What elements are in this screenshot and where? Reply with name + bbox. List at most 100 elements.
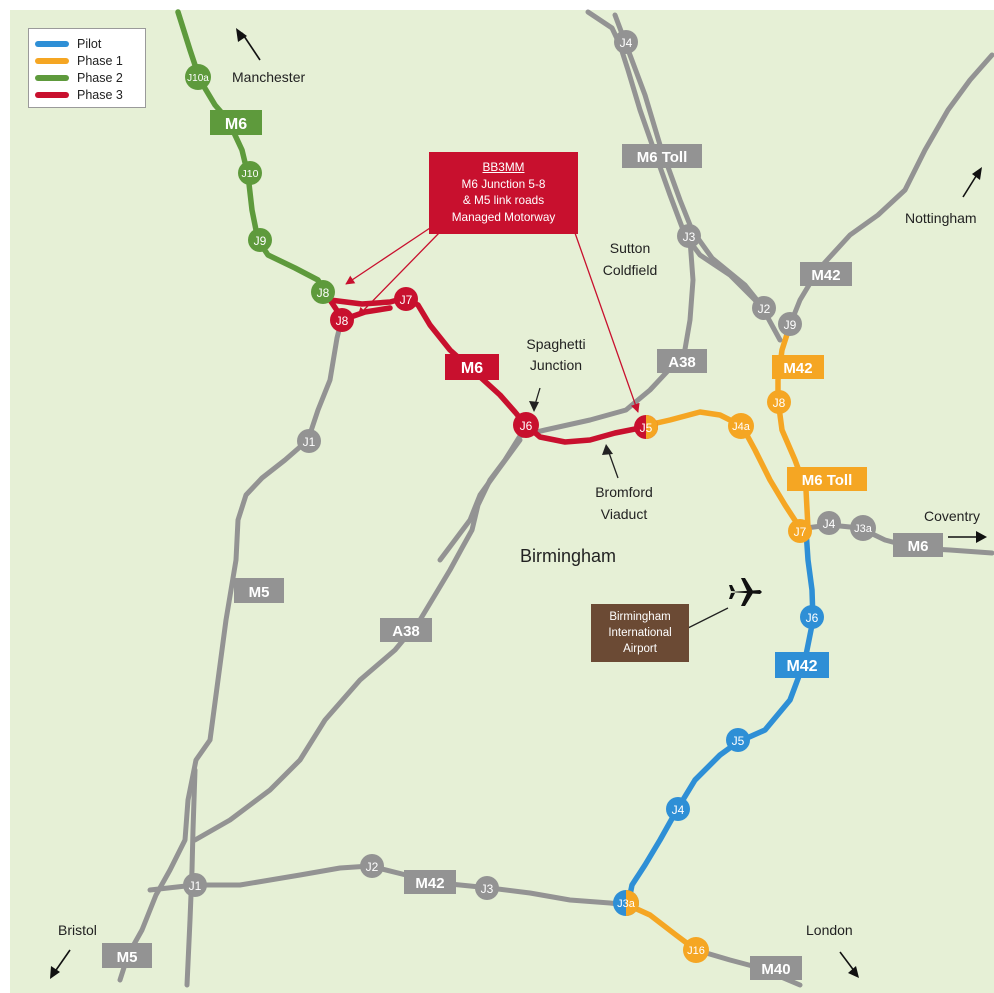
svg-text:J9: J9 [784,318,797,332]
svg-text:J8: J8 [317,286,330,300]
callout-line-3: & M5 link roads [462,193,545,207]
junction-m42-j6[interactable]: J6 [800,605,824,629]
svg-text:M6: M6 [461,360,483,377]
legend-swatch-phase3 [35,91,69,98]
callout-arrow-j8-top [345,227,431,285]
junction-m40-j16[interactable]: J16 [683,937,709,963]
junction-m5-j1[interactable]: J1 [297,429,321,453]
legend-swatch-phase2 [35,74,69,81]
junction-m6-j8-top[interactable]: J8 [311,280,335,304]
junction-m6-j9[interactable]: J9 [248,228,272,252]
coventry-arrow [948,531,987,543]
nottingham-arrow [962,167,982,198]
junction-m5-j8[interactable]: J8 [330,308,354,332]
legend-label-phase1: Phase 1 [77,53,123,68]
svg-text:J3: J3 [683,230,696,244]
svg-text:J5: J5 [732,734,745,748]
junction-m6-j4a[interactable]: J4a [728,413,754,439]
junction-m42-j3a[interactable]: J3a [613,890,639,916]
junction-m6-j10[interactable]: J10 [238,161,262,185]
segment-phase3 [322,289,651,445]
junction-m6-j5[interactable]: J5 [634,415,658,439]
callout-arrow-j5 [574,232,640,413]
svg-text:J1: J1 [189,879,202,893]
callout-arrow-j8-m5 [357,231,441,317]
svg-text:J6: J6 [520,419,533,433]
svg-text:J10: J10 [242,168,259,180]
london-arrow [839,951,859,978]
svg-text:M5: M5 [117,949,138,966]
svg-text:M40: M40 [761,961,790,978]
svg-text:M6: M6 [225,116,247,133]
svg-text:J3a: J3a [854,523,873,535]
label-manchester: Manchester [232,69,305,85]
junction-m6-j7[interactable]: J7 [394,287,418,311]
legend: Pilot Phase 1 Phase 2 Phase 3 [28,28,146,108]
svg-text:A38: A38 [668,354,696,371]
svg-text:M42: M42 [415,875,444,892]
svg-text:M42: M42 [783,360,812,377]
legend-label-pilot: Pilot [77,36,102,51]
junction-m6-j6[interactable]: J6 [513,412,539,438]
legend-item-phase2: Phase 2 [35,69,139,86]
label-nottingham: Nottingham [905,210,977,226]
svg-text:J9: J9 [254,234,267,248]
label-bristol: Bristol [58,922,97,938]
legend-item-pilot: Pilot [35,35,139,52]
svg-text:M42: M42 [786,658,817,675]
svg-text:J3a: J3a [617,898,636,910]
svg-text:M5: M5 [249,584,270,601]
junction-m6-j10a[interactable]: J10a [185,64,211,90]
junction-m42-j9[interactable]: J9 [778,312,802,336]
junction-m42-j8[interactable]: J8 [767,390,791,414]
junction-m42-j2[interactable]: J2 [752,296,776,320]
airplane-icon [729,578,762,606]
legend-swatch-phase1 [35,57,69,64]
bristol-arrow [50,949,71,979]
svg-text:J4a: J4a [732,421,751,433]
shield-m42-blue: M42 [775,652,829,678]
label-spaghetti-junction-1: Spaghetti [526,336,585,352]
svg-text:M6 Toll: M6 Toll [802,472,853,489]
svg-text:A38: A38 [392,623,420,640]
junction-m42-j7[interactable]: J7 [788,519,812,543]
label-coventry: Coventry [924,508,980,524]
bromford-arrow [607,449,619,479]
label-birmingham: Birmingham [520,546,616,566]
callout-title: BB3MM [482,160,525,174]
junction-m42-j4[interactable]: J4 [666,797,690,821]
legend-label-phase2: Phase 2 [77,70,123,85]
junction-toll-j3[interactable]: J3 [677,224,701,248]
svg-text:J16: J16 [687,945,705,957]
label-spaghetti-junction-2: Junction [530,357,582,373]
shield-m42-north: M42 [800,262,852,286]
label-sutton-coldfield-1: Sutton [610,240,650,256]
junction-m42s-j3[interactable]: J3 [475,876,499,900]
road-a38-b [437,437,523,563]
road-a38 [192,357,681,843]
junction-m42-j5[interactable]: J5 [726,728,750,752]
svg-text:J8: J8 [336,314,349,328]
svg-text:M42: M42 [811,267,840,284]
road-a38-north [681,237,696,358]
shield-m6-north: M6 [210,110,262,135]
junction-m6-j4[interactable]: J4 [817,511,841,535]
shield-m5-mid: M5 [234,578,284,603]
legend-item-phase1: Phase 1 [35,52,139,69]
spaghetti-arrow-head [529,401,539,412]
svg-text:J8: J8 [773,396,786,410]
shield-m6-toll-orange: M6 Toll [787,467,867,491]
manchester-arrow [236,28,261,61]
svg-text:J2: J2 [366,860,379,874]
svg-text:J6: J6 [806,611,819,625]
junction-m42s-j2[interactable]: J2 [360,854,384,878]
airport-line-3: Airport [623,643,657,655]
shield-a38-north: A38 [657,349,707,373]
junction-m6-j3a[interactable]: J3a [850,515,876,541]
junction-toll-j4[interactable]: J4 [614,30,638,54]
junction-m42s-j1[interactable]: J1 [183,873,207,897]
legend-label-phase3: Phase 3 [77,87,123,102]
legend-item-phase3: Phase 3 [35,86,139,103]
svg-text:J3: J3 [481,882,494,896]
